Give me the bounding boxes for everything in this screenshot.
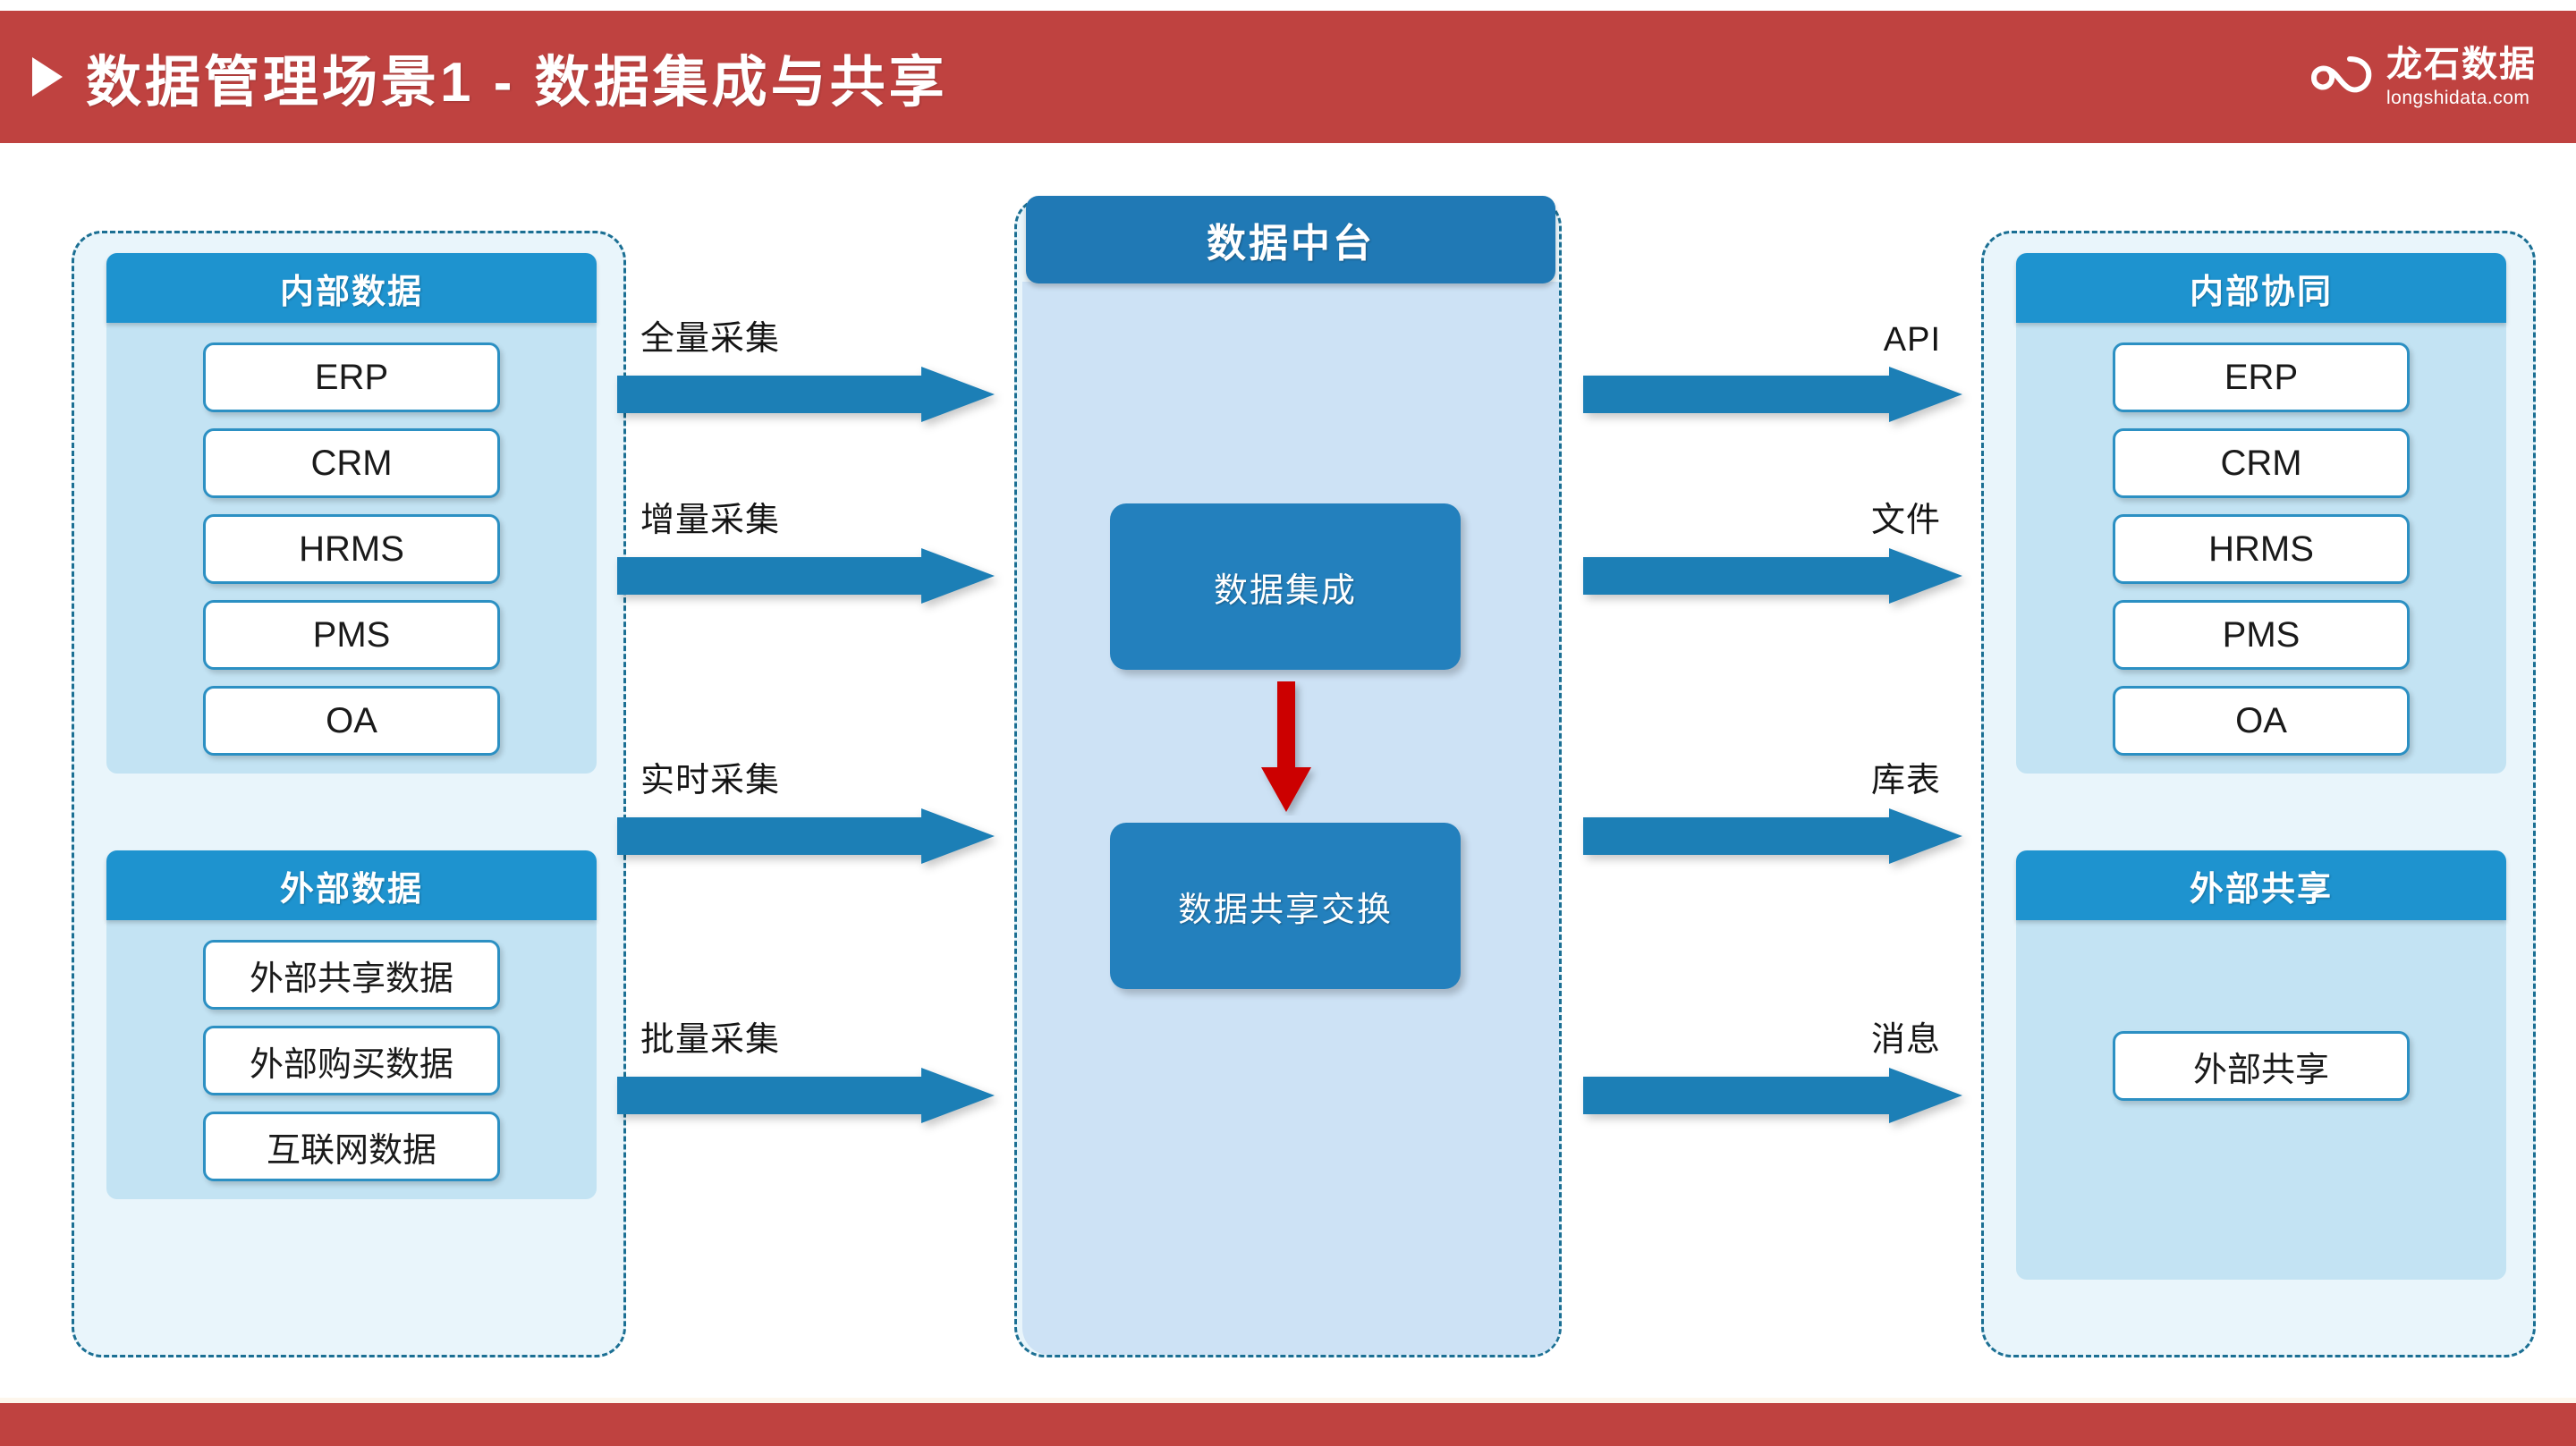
header-left-group: 数据管理场景1 - 数据集成与共享 [0,37,948,117]
center-platform-body [1022,282,1559,1355]
list-item[interactable]: CRM [2113,428,2410,498]
panel-external-share: 外部共享 外部共享 [2016,850,2506,1280]
flow-label: API [1883,321,1941,359]
list-item[interactable]: ERP [2113,342,2410,412]
left-source-container: 内部数据 ERP CRM HRMS PMS OA 外部数据 外部共享数据 外部购… [72,231,626,1357]
page-header: 数据管理场景1 - 数据集成与共享 龙石数据 longshidata.com [0,11,2576,143]
box-data-integration[interactable]: 数据集成 [1110,503,1461,670]
list-item[interactable]: CRM [203,428,500,498]
flow-label: 批量采集 [640,1021,781,1059]
flow-arrow-full-collect: 全量采集 [617,320,995,422]
brand-name-en: longshidata.com [2386,88,2530,108]
flow-arrow-realtime-collect: 实时采集 [617,762,995,864]
flow-arrow-table: 库表 [1583,762,1962,864]
list-item[interactable]: PMS [2113,600,2410,670]
panel-internal-collab-title: 内部协同 [2016,253,2506,323]
flow-arrow-message: 消息 [1583,1021,1962,1123]
flow-arrow-api: API [1583,321,1962,422]
center-platform-title: 数据中台 [1026,196,1555,283]
list-item[interactable]: OA [2113,686,2410,756]
flow-arrow-file: 文件 [1583,502,1962,604]
footer-divider [0,1398,2576,1403]
flow-label: 实时采集 [640,762,781,799]
flow-arrow-batch-collect: 批量采集 [617,1021,995,1123]
brand-logo: 龙石数据 longshidata.com [2308,47,2537,107]
page-title: 数据管理场景1 - 数据集成与共享 [86,52,948,114]
list-item[interactable]: 外部购买数据 [203,1026,500,1095]
box-data-exchange[interactable]: 数据共享交换 [1110,823,1461,989]
list-item[interactable]: ERP [203,342,500,412]
flow-label: 增量采集 [640,502,781,539]
flow-label: 文件 [1870,502,1941,539]
list-item[interactable]: 外部共享 [2113,1031,2410,1101]
center-platform-container: 数据中台 [1014,196,1562,1357]
right-consumer-container: 内部协同 ERP CRM HRMS PMS OA 外部共享 外部共享 [1981,231,2536,1357]
flow-label: 消息 [1870,1021,1941,1059]
panel-internal-collab-body: ERP CRM HRMS PMS OA [2016,323,2506,774]
list-item[interactable]: HRMS [2113,514,2410,584]
flow-label: 全量采集 [640,320,781,358]
brand-logo-text: 龙石数据 longshidata.com [2386,47,2537,107]
list-item[interactable]: HRMS [203,514,500,584]
flow-arrow-incremental-collect: 增量采集 [617,502,995,604]
list-item[interactable]: OA [203,686,500,756]
panel-external-share-title: 外部共享 [2016,850,2506,920]
page-footer [0,1403,2576,1446]
panel-internal-collab: 内部协同 ERP CRM HRMS PMS OA [2016,253,2506,774]
panel-internal-data-title: 内部数据 [106,253,597,323]
panel-internal-data-body: ERP CRM HRMS PMS OA [106,323,597,774]
red-down-arrow-icon [1261,681,1311,812]
brand-name-cn: 龙石数据 [2386,45,2537,84]
play-triangle-icon [32,57,63,97]
list-item[interactable]: PMS [203,600,500,670]
list-item[interactable]: 互联网数据 [203,1112,500,1181]
panel-external-data-body: 外部共享数据 外部购买数据 互联网数据 [106,920,597,1199]
flow-label: 库表 [1870,762,1941,799]
diagram-stage: 内部数据 ERP CRM HRMS PMS OA 外部数据 外部共享数据 外部购… [0,143,2576,1395]
list-item[interactable]: 外部共享数据 [203,940,500,1010]
panel-internal-data: 内部数据 ERP CRM HRMS PMS OA [106,253,597,774]
panel-external-data: 外部数据 外部共享数据 外部购买数据 互联网数据 [106,850,597,1199]
panel-external-data-title: 外部数据 [106,850,597,920]
panel-external-share-body: 外部共享 [2016,920,2506,1280]
infinity-swirl-icon [2310,56,2372,93]
